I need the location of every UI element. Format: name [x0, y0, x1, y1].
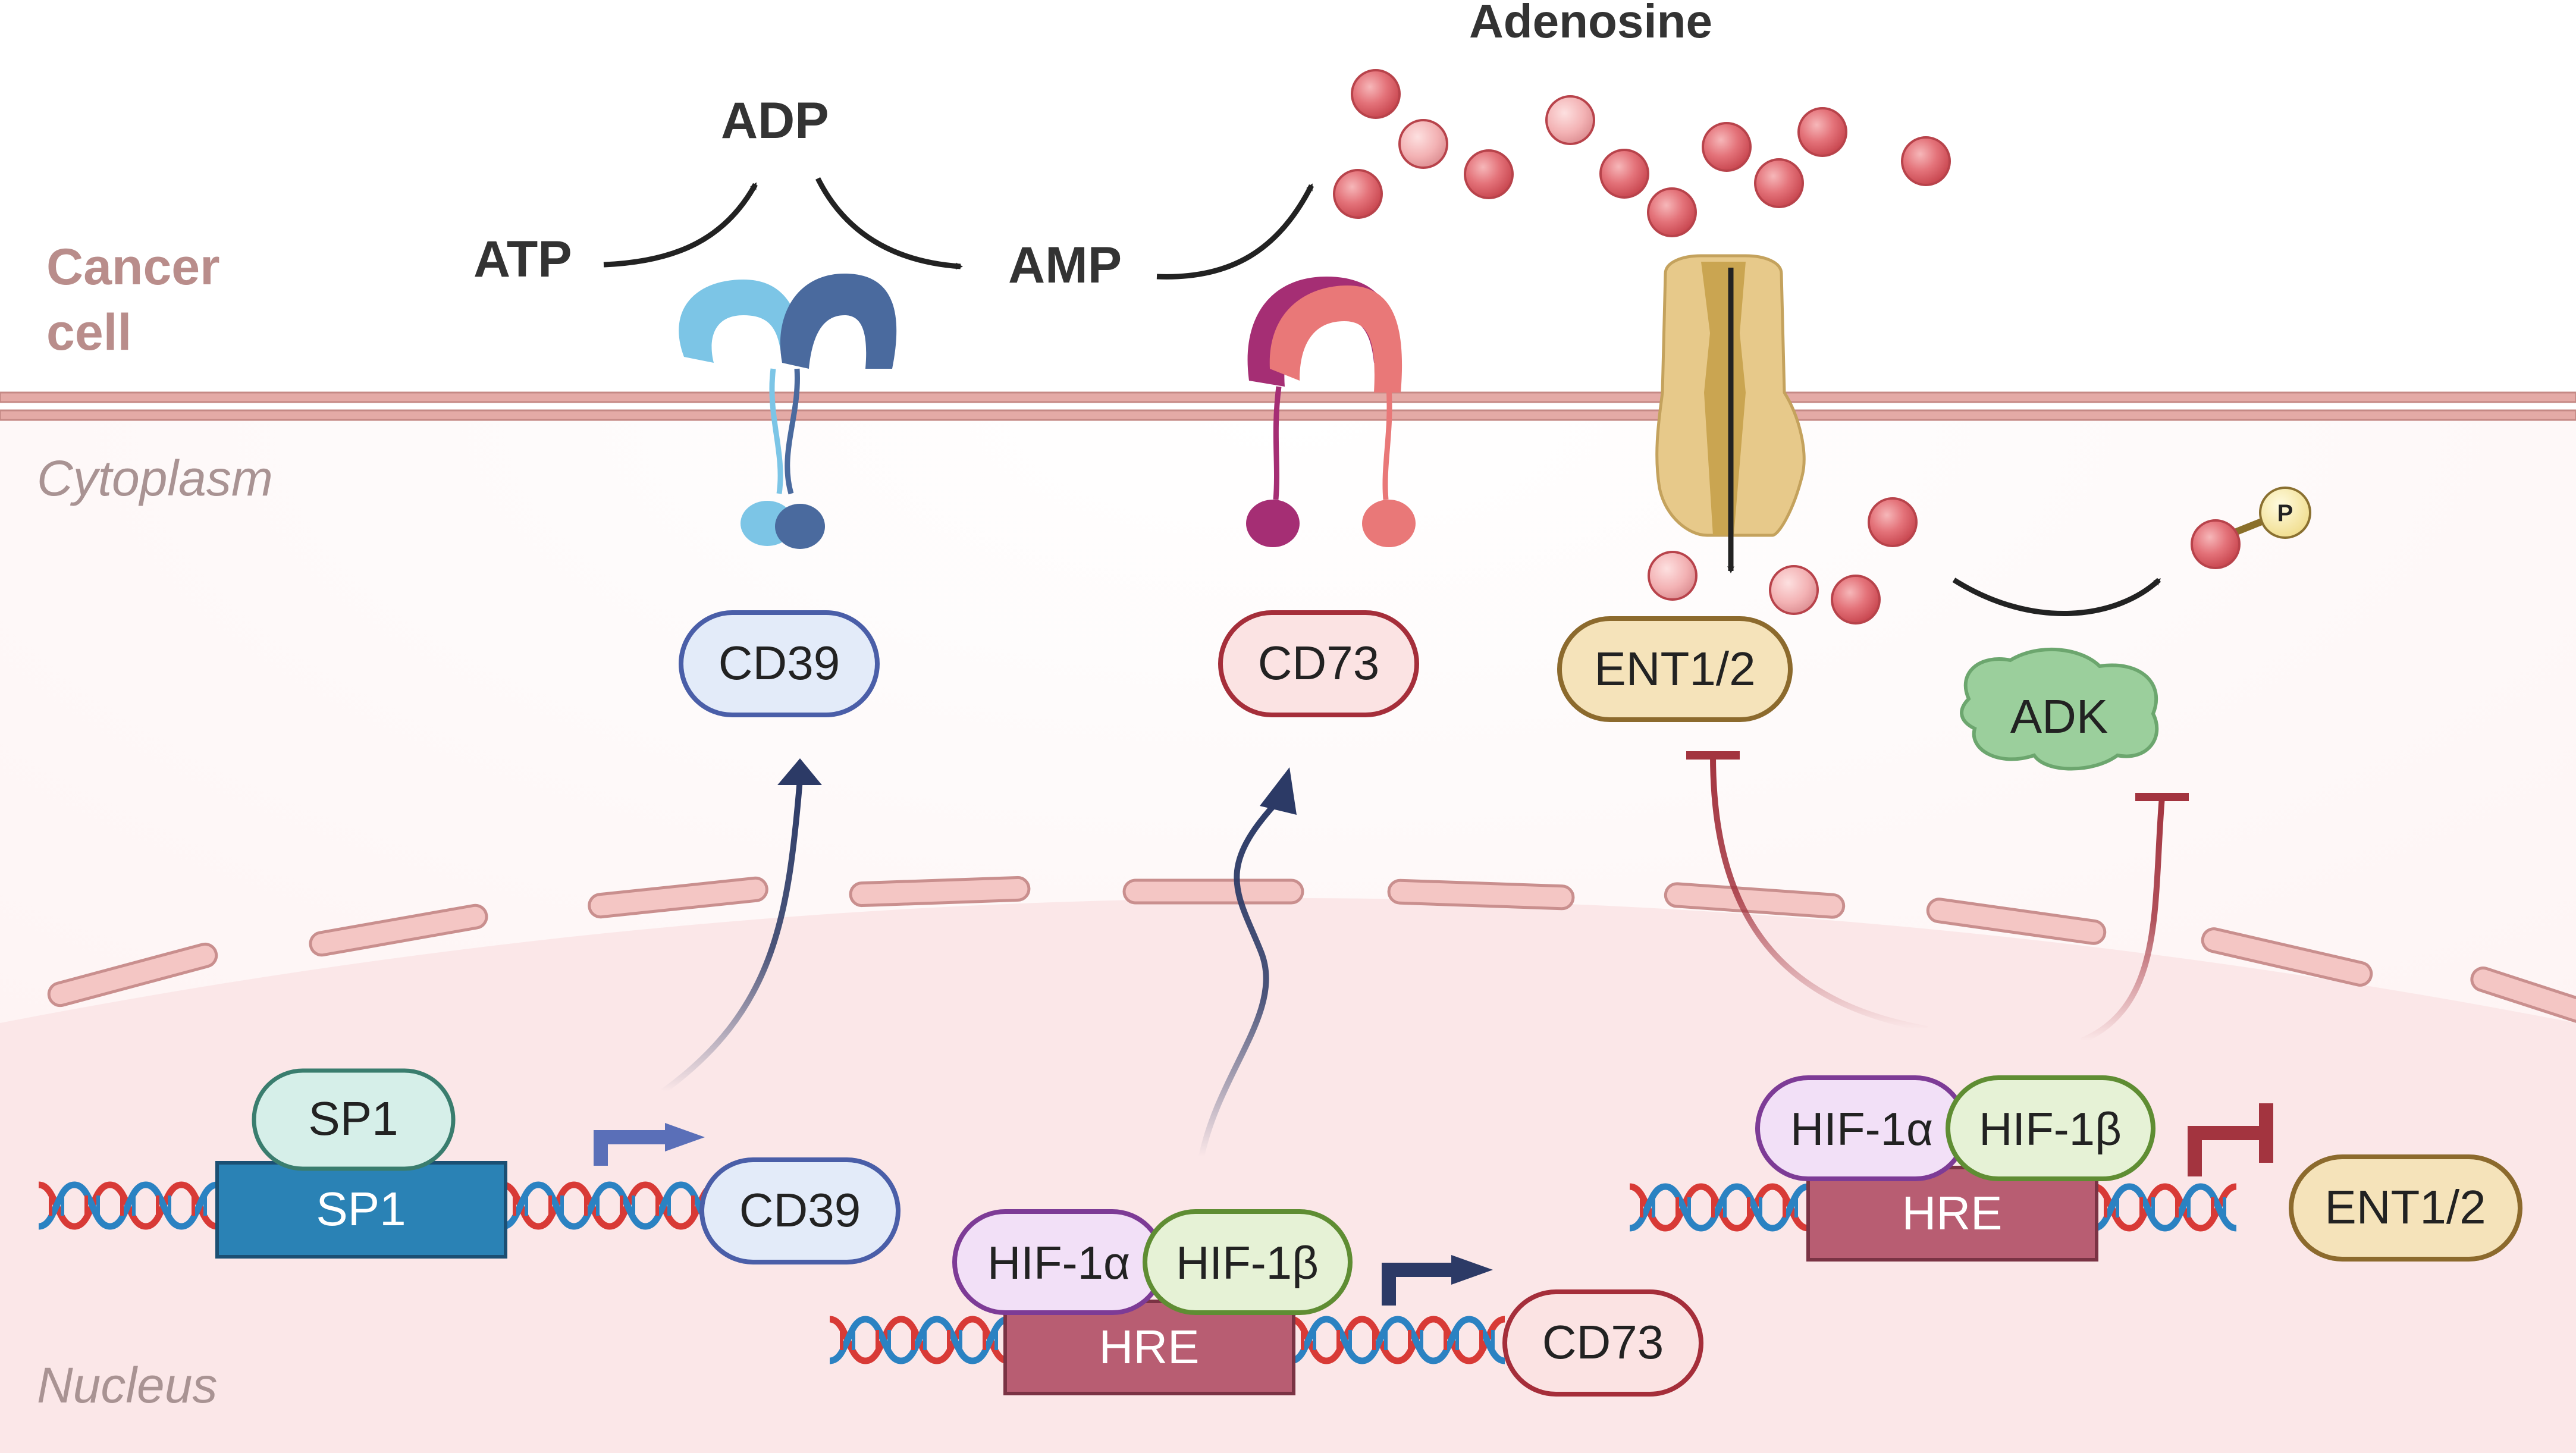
adp-label: ADP	[721, 92, 829, 149]
adenosine-label: Adenosine	[1469, 0, 1712, 48]
hre-right-label: HRE	[1902, 1187, 2003, 1240]
ent-protein-pill: ENT1/2	[1557, 616, 1793, 722]
hif1a-left-label: HIF-1α	[987, 1237, 1130, 1289]
adk-inhibition-line	[2081, 796, 2165, 1044]
adenosine-molecules-intracellular	[1648, 497, 1918, 625]
ent-gene-label: ENT1/2	[2324, 1181, 2486, 1234]
cd73-tss-arrowhead	[1451, 1255, 1493, 1285]
cd39-tss-arrowhead	[665, 1123, 705, 1151]
hif1a-right-label: HIF-1α	[1790, 1103, 1933, 1155]
cancer-cell-label-line2: cell	[46, 304, 131, 361]
cd39-gene-label: CD39	[739, 1184, 861, 1237]
adenosine-molecules-extracellular	[1333, 69, 1951, 237]
cd39-protein-pill: CD39	[679, 610, 880, 717]
sp1-factor: SP1	[252, 1068, 456, 1171]
cd73-tss-arrow	[1382, 1263, 1454, 1306]
ent-inhibition-line	[1710, 755, 1928, 1032]
cd73-induction-arrow	[1198, 795, 1284, 1158]
hif1b-right: HIF-1β	[1946, 1075, 2155, 1181]
cd39-protein-label: CD39	[718, 636, 840, 689]
adk-enzyme: ADK	[1960, 647, 2159, 771]
hif1b-right-label: HIF-1β	[1979, 1103, 2122, 1155]
cd73-protein-label: CD73	[1258, 636, 1380, 689]
ent-gene-pill: ENT1/2	[2289, 1154, 2522, 1262]
cd39-gene-pill: CD39	[699, 1157, 900, 1264]
sp1-site: SP1	[215, 1161, 507, 1259]
cd73-membrane-protein	[1246, 277, 1416, 547]
adk-label: ADK	[2010, 690, 2109, 743]
sp1-factor-label: SP1	[308, 1092, 398, 1145]
conversion-arrows	[603, 177, 1314, 280]
plasma-membrane	[0, 391, 2576, 421]
nucleus-label: Nucleus	[37, 1357, 217, 1413]
hif1b-left: HIF-1β	[1143, 1209, 1353, 1315]
nucleus-region	[0, 898, 2576, 1453]
ent-transporter	[1655, 254, 1806, 573]
sp1-site-label: SP1	[316, 1182, 406, 1235]
hif1a-right: HIF-1α	[1755, 1075, 1968, 1181]
ent-protein-label: ENT1/2	[1594, 642, 1755, 695]
nuclear-envelope	[47, 876, 2576, 1037]
regulation-arrows	[661, 751, 2189, 1158]
cd39-membrane-protein	[679, 274, 897, 549]
cd39-induction-arrow	[661, 779, 803, 1094]
cd73-protein-pill: CD73	[1218, 610, 1419, 717]
hre-left-site: HRE	[1003, 1300, 1295, 1395]
hre-left-label: HRE	[1099, 1320, 1200, 1373]
phosphate-label: P	[2277, 500, 2293, 526]
amp-to-adenosine-arrow	[1156, 183, 1314, 280]
hre-right-site: HRE	[1806, 1166, 2098, 1262]
cd73-gene-pill: CD73	[1502, 1289, 1703, 1397]
cytoplasm-label: Cytoplasm	[37, 450, 273, 506]
amp-label: AMP	[1008, 237, 1122, 294]
adk-phosphorylation-arrow	[1952, 578, 2161, 616]
ent-gene-repression-symbol	[2188, 1103, 2273, 1176]
atp-label: ATP	[473, 231, 572, 288]
cancer-cell-label-line1: Cancer	[46, 239, 220, 296]
adp-to-amp-arrow	[815, 177, 963, 270]
phosphorylated-adenosine: P	[2191, 487, 2311, 569]
hif1b-left-label: HIF-1β	[1176, 1237, 1319, 1289]
hif1a-left: HIF-1α	[952, 1209, 1165, 1315]
cd73-gene-label: CD73	[1542, 1316, 1664, 1369]
atp-to-adp-arrow	[603, 182, 758, 268]
cd39-tss-arrow	[594, 1130, 669, 1166]
